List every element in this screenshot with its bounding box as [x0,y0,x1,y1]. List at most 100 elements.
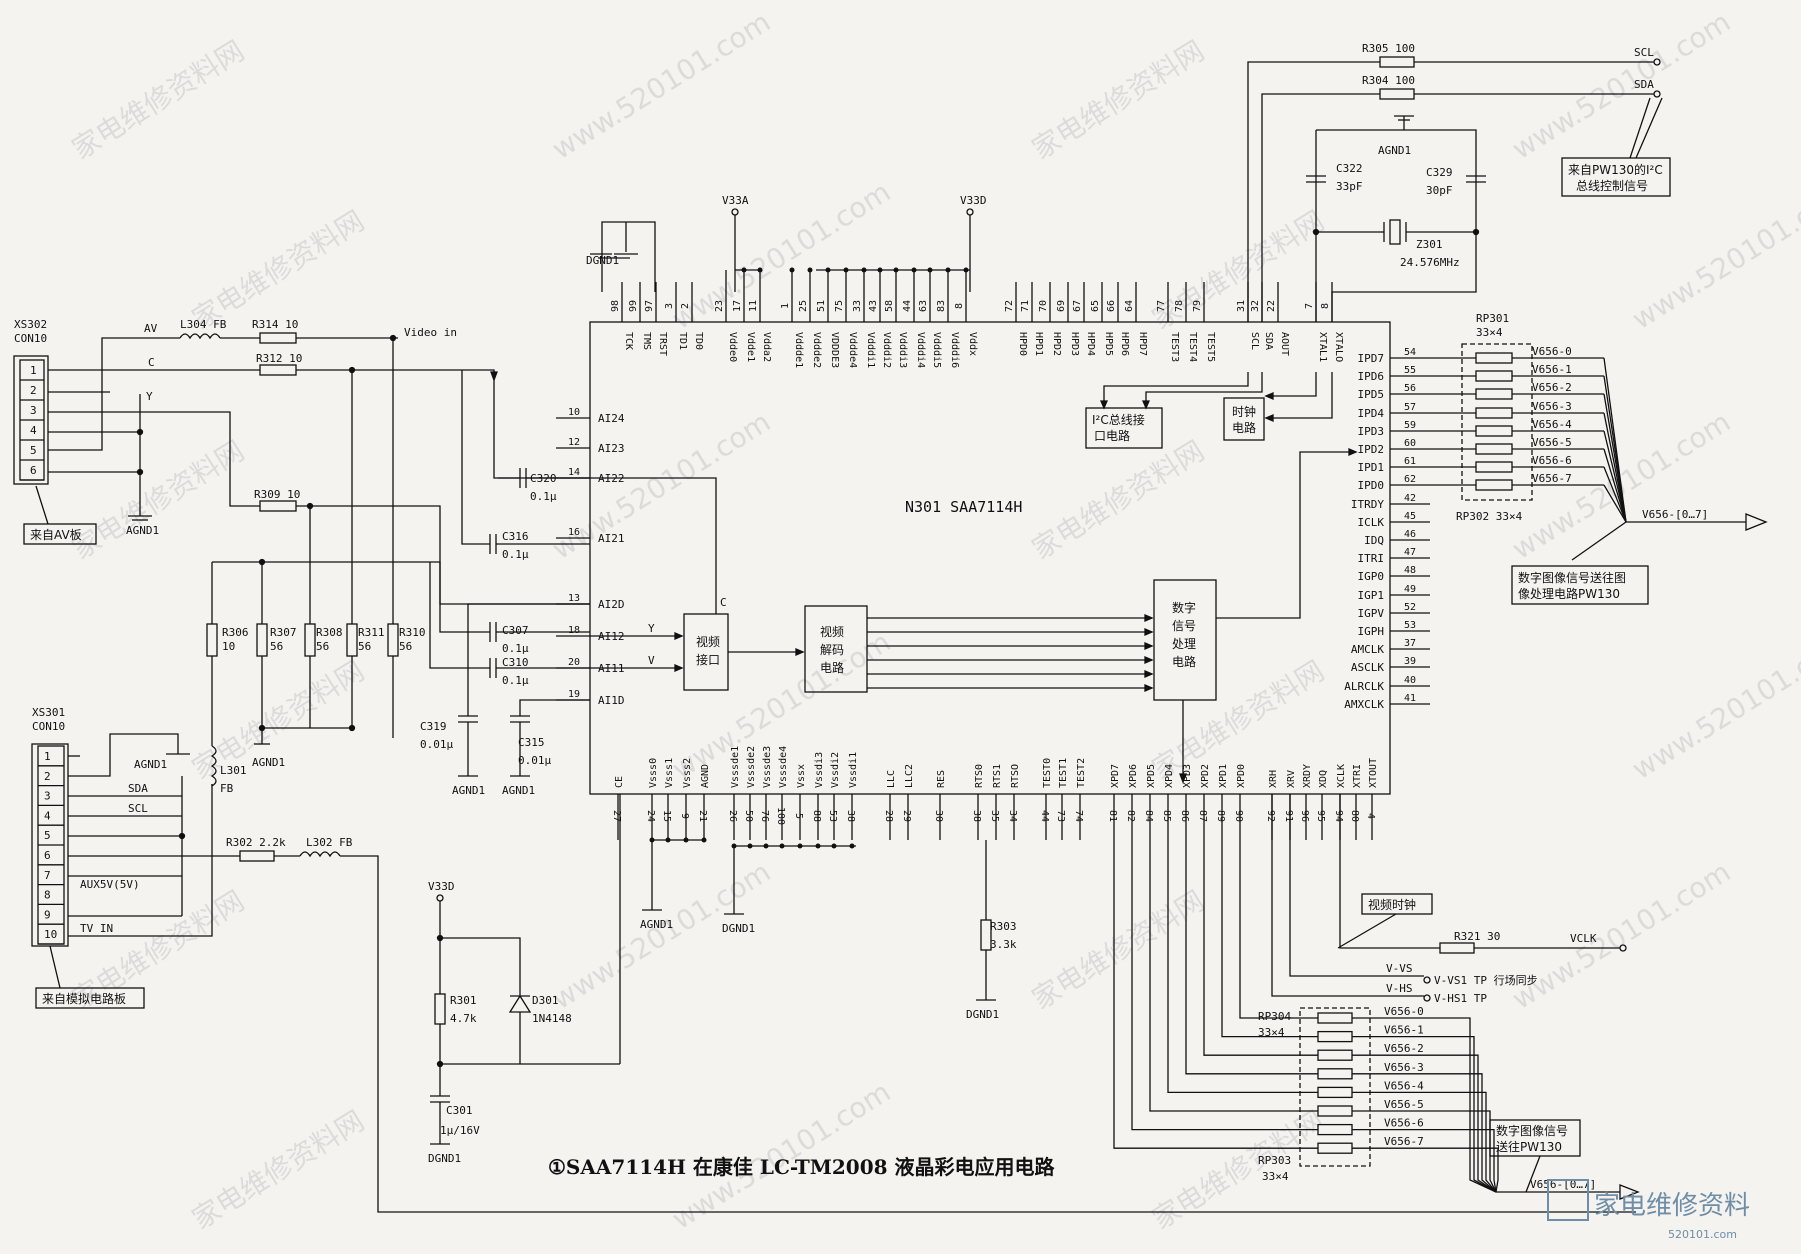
bus-top-signal: V656-1 [1532,363,1572,376]
bus-top-signal: V656-0 [1532,345,1572,358]
bus-top-signal: V656-7 [1532,472,1572,485]
watermark-text: www.520101.com [1626,625,1801,786]
top-pin-number: 1 [780,303,791,309]
bus-top-signal: V656-4 [1532,418,1572,431]
r321-label: R321 30 [1454,930,1500,943]
note-video-clock: 视频时钟 [1368,897,1416,912]
sig-v-label: V [648,654,655,667]
right-pin-name: IPD0 [1358,479,1385,492]
c322-ref: C322 [1336,162,1363,175]
top-pin-number: 33 [852,300,863,312]
right-pin-name: IPD2 [1358,443,1385,456]
xs301-pin-number: 1 [44,750,51,763]
xs302-ref: XS302 [14,318,47,331]
top-pin-name: SCL [1249,332,1260,350]
top-pin-name: TD1 [677,332,688,350]
bus-top-label: V656-[0…7] [1642,508,1708,521]
right-pin-name: ICLK [1358,516,1385,529]
top-pin-number: 8 [954,303,965,309]
l301-ref: L301 [220,764,247,777]
supply-v33d-reset: V33D [428,880,455,893]
top-pin-number: 97 [644,300,655,312]
rp301-resistor [1475,425,1513,437]
bottom-pin-name: TEST0 [1042,758,1053,788]
bottom-pin-number: 26 [727,810,738,822]
note-i2c-line1: 来自PW130的I²C [1568,162,1663,177]
rp304-resistor [1317,1105,1353,1117]
rp304-resistor [1317,1142,1353,1154]
watermark-text: 家电维修资料网 [1026,434,1210,566]
bus-top-signal: V656-2 [1532,381,1572,394]
top-pin-name: HPD7 [1137,332,1148,356]
rp304-lead-out [1352,1054,1497,1193]
right-pin-number: 42 [1404,493,1416,504]
block-clock: 时钟 电路 [1223,397,1265,441]
bottom-pin-name: XRH [1268,770,1279,788]
rp304-resistor [1317,1086,1353,1099]
page-title: ①SAA7114H 在康佳 LC-TM2008 液晶彩电应用电路 [548,1155,1056,1179]
rp304-lead-in [1221,840,1318,1038]
bottom-pin-name: XPD0 [1236,764,1247,788]
r308-ref: R308 [316,626,343,639]
bottom-pin-number: 90 [1233,810,1244,822]
r303-val: 3.3k [990,938,1017,951]
rp301-resistor [1475,370,1513,382]
bottom-pin-name: XDQ [1318,770,1329,788]
c307-val: 0.1μ [502,642,529,655]
right-pin-number: 45 [1404,511,1416,522]
top-pin-number: 65 [1090,300,1101,312]
note-bottom-line2: 送往PW130 [1496,1139,1562,1154]
rp304-lead-out [1352,1091,1497,1193]
block-i2c-interface: I²C总线接 口电路 [1085,407,1163,449]
rp304-lead-in [1185,840,1318,1075]
top-pin-number: 78 [1174,300,1185,312]
block-video-decoder: 视频 解码 电路 [804,605,868,693]
top-pin-number: 79 [1192,300,1203,312]
sig-c-label: C [720,596,727,609]
output-bus-top: RP301 33×4 V656-0V656-1V656-2V656-3V656-… [1430,312,1768,605]
bottom-pin-number: 87 [1197,810,1208,822]
bus-top-signal: V656-6 [1532,454,1572,467]
block-video-interface-line1: 视频 [696,634,720,649]
bottom-pin-name: RTS1 [992,764,1003,788]
rp303-val: 33×4 [1262,1170,1289,1183]
xs301-pin-number: 7 [44,869,51,882]
bus-bottom-signal: V656-0 [1384,1005,1424,1018]
right-pin-number: 47 [1404,547,1416,558]
rp303-ref: RP303 [1258,1154,1291,1167]
bus-bottom-signal: V656-4 [1384,1079,1424,1092]
bottom-pin-name: RTS0 [974,764,985,788]
r311-val: 56 [358,640,371,653]
bus-top-signal: V656-3 [1532,400,1572,413]
c310-val: 0.1μ [502,674,529,687]
rp301-resistor [1475,443,1513,455]
r314-label: R314 10 [252,318,298,331]
watermark-text: 家电维修资料网 [1026,884,1210,1016]
top-pin-number: 63 [918,300,929,312]
top-pin-number: 43 [868,300,879,312]
rp304-lead-out [1352,1035,1497,1193]
xs302-pin-number: 5 [30,444,37,457]
bottom-pin-number: 81 [1107,810,1118,822]
r308-val: 56 [316,640,329,653]
output-bus-bottom: 视频时钟 R321 30 VCLK V-VS V-VS1 TP 行场同步 V-H… [1113,794,1640,1200]
xs302-pin-number: 1 [30,364,37,377]
xs301-tvin: TV IN [80,922,113,935]
xs301-pin-number: 8 [44,889,51,902]
top-pin-number: 8 [1320,303,1331,309]
r307-val: 56 [270,640,283,653]
top-pin-name: Vdddi3 [897,332,908,368]
rp304-lead-in [1203,840,1318,1056]
top-pin-name: HPD0 [1017,332,1028,356]
c320-ref: C320 [530,472,557,485]
net-video-in: Video in [404,326,457,339]
sig-y-label: Y [648,622,655,635]
c329-val: 30pF [1426,184,1453,197]
gnd-agnd-c315: AGND1 [502,784,535,797]
d301-val: 1N4148 [532,1012,572,1025]
c329-ref: C329 [1426,166,1453,179]
rp301-val: 33×4 [1476,326,1503,339]
bottom-pin-name: XPD1 [1218,764,1229,788]
note-top-line1: 数字图像信号送往图 [1518,570,1626,585]
